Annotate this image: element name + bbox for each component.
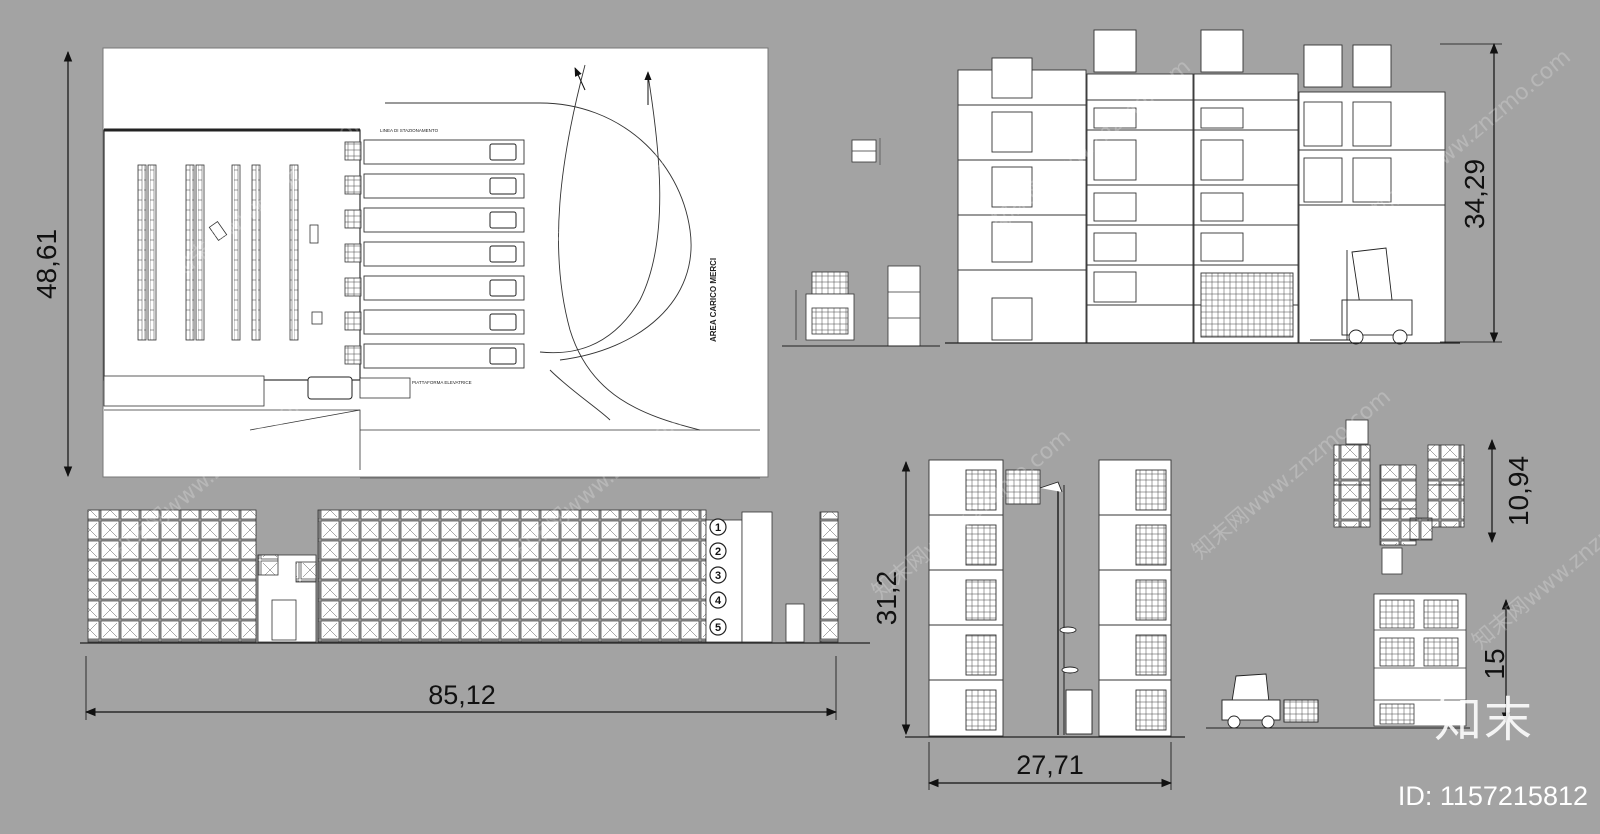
plan-forklifts <box>208 221 323 325</box>
level-number: 2 <box>715 546 721 558</box>
forklift-small <box>1206 673 1470 729</box>
plan-office <box>103 375 265 407</box>
truck-cabs <box>489 143 517 365</box>
loading-docks <box>344 141 362 365</box>
plan-height-label: 48,61 <box>31 229 62 299</box>
rack-height-label: 15 <box>1479 648 1510 679</box>
level-number: 1 <box>715 522 721 534</box>
image-id: ID: 1157215812 <box>1397 781 1588 811</box>
rack-small-elevation <box>1373 593 1467 727</box>
racking-rows <box>137 164 299 341</box>
dim-building-height: 34,29 <box>1440 42 1502 344</box>
dim-plan-height: 48,61 <box>31 50 73 478</box>
level-number: 3 <box>715 570 721 582</box>
building-height-label: 34,29 <box>1459 159 1490 229</box>
section-height-label: 31,2 <box>871 571 902 626</box>
dim-section-width: 27,71 <box>927 742 1173 790</box>
level-number: 5 <box>715 622 721 634</box>
rack-module-height-label: 10,94 <box>1503 456 1534 526</box>
site-plan: LINEA DI STAZIONAMENTO PIATTAFORMA ELEVA… <box>102 47 769 479</box>
building-elevation <box>945 29 1460 345</box>
section-width-label: 27,71 <box>1016 750 1084 780</box>
platform-label: PIATTAFORMA ELEVATRICE <box>412 380 472 385</box>
parking-line-label: LINEA DI STAZIONAMENTO <box>380 128 439 133</box>
loading-area-label: AREA CARICO MERCI <box>709 258 718 342</box>
brand-logo: 知末 <box>1433 692 1534 748</box>
pallet-detail-small <box>851 138 881 165</box>
level-number: 4 <box>715 595 722 607</box>
dim-rack-module-height: 10,94 <box>1487 438 1534 544</box>
circulation-paths <box>385 64 701 431</box>
rack-elevation <box>80 509 870 644</box>
elevation-length-label: 85,12 <box>428 680 496 710</box>
pallet-rack-detail <box>782 265 940 347</box>
rack-section <box>905 459 1185 738</box>
dim-rack-height: 15 <box>1479 598 1511 724</box>
dim-elevation-length: 85,12 <box>84 656 838 720</box>
plan-car <box>307 376 353 400</box>
level-markers: 1 2 3 4 5 <box>709 518 727 636</box>
rack-module-plan <box>1333 419 1465 575</box>
dim-section-height: 31,2 <box>871 460 911 736</box>
